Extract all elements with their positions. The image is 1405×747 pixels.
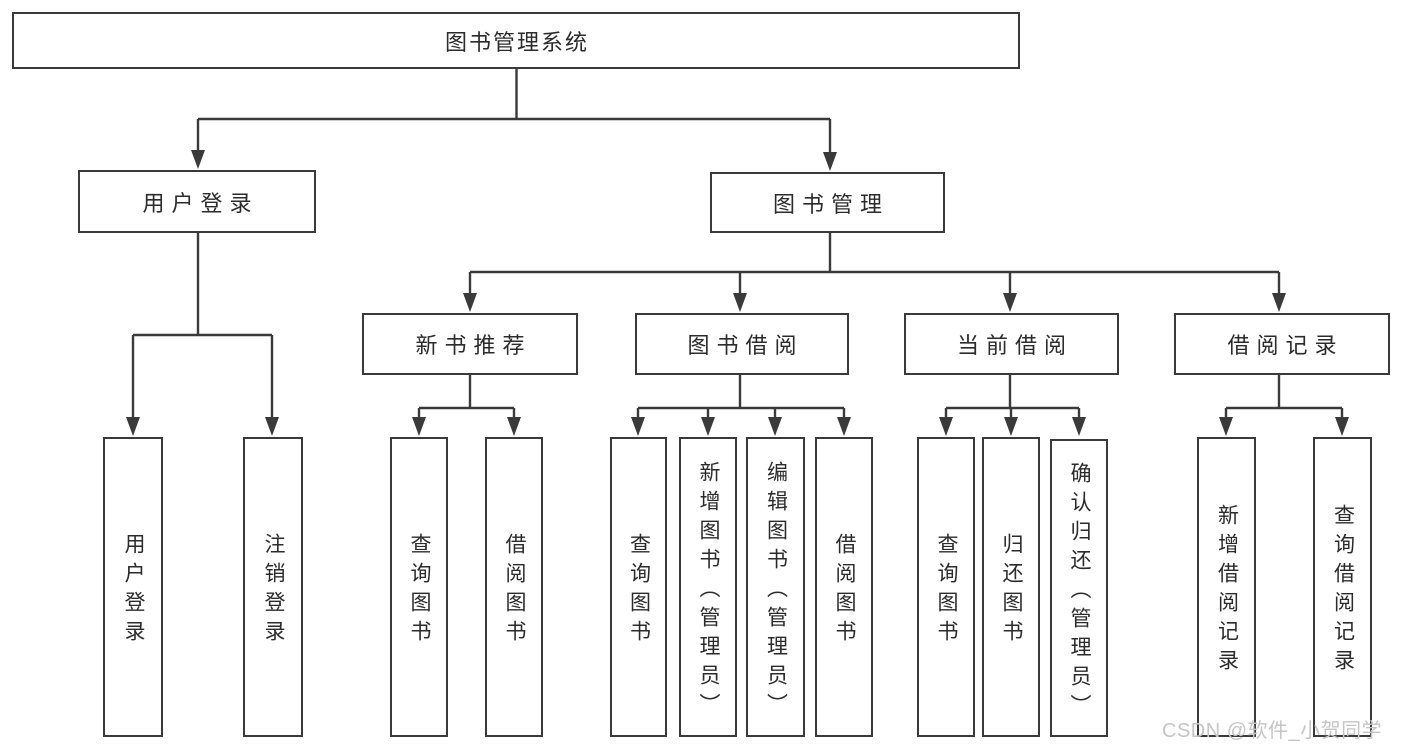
leaf-add-book-admin: 新增图书（管理员） — [679, 437, 737, 737]
leaf-edit-book-admin: 编辑图书（管理员） — [746, 437, 805, 737]
node-book-borrow: 图书借阅 — [635, 313, 849, 375]
node-new-book-recommend: 新书推荐 — [362, 313, 578, 375]
leaf-confirm-return-admin: 确认归还（管理员） — [1050, 439, 1108, 737]
csdn-watermark: CSDN @软件_小贺同学 — [1162, 720, 1383, 742]
leaf-query-borrow-record: 查询借阅记录 — [1313, 437, 1372, 737]
node-book-management: 图书管理 — [710, 172, 945, 233]
node-current-borrow: 当前借阅 — [904, 313, 1119, 375]
leaf-borrow-books: 借阅图书 — [815, 437, 873, 737]
leaf-query-books-borrow: 查询图书 — [610, 437, 667, 737]
leaf-borrow-books-recommend: 借阅图书 — [485, 437, 543, 737]
leaf-logout: 注销登录 — [243, 437, 303, 737]
arrowheads — [126, 150, 1349, 436]
leaf-return-book: 归还图书 — [982, 437, 1040, 737]
connector-paths — [131, 69, 1344, 419]
node-borrow-records: 借阅记录 — [1174, 313, 1390, 375]
leaf-query-books-recommend: 查询图书 — [390, 437, 448, 737]
leaf-query-books-current: 查询图书 — [917, 437, 975, 737]
node-root-system: 图书管理系统 — [12, 12, 1020, 69]
leaf-add-borrow-record: 新增借阅记录 — [1197, 437, 1256, 737]
node-user-login: 用户登录 — [78, 170, 316, 233]
leaf-user-login: 用户登录 — [103, 437, 163, 737]
